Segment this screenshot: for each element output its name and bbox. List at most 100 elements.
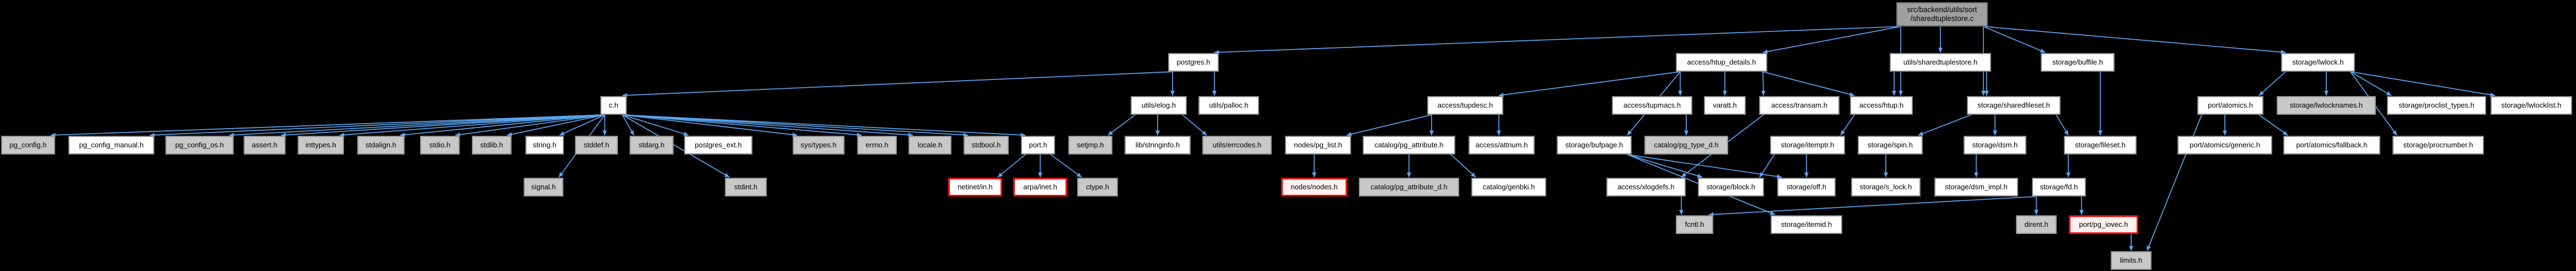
- graph-node-pg_list[interactable]: nodes/pg_list.h: [1285, 136, 1351, 155]
- graph-node-atomics[interactable]: port/atomics.h: [2197, 96, 2263, 115]
- graph-node-s_lock[interactable]: storage/s_lock.h: [1851, 178, 1921, 196]
- graph-node-tupdesc[interactable]: access/tupdesc.h: [1427, 96, 1503, 115]
- edge-fd-to-fcntl: [1708, 196, 2037, 217]
- edge-port-to-netinet_in: [997, 154, 1026, 178]
- graph-node-dsm[interactable]: storage/dsm.h: [1964, 136, 2026, 155]
- graph-node-sharedtuplestore_h[interactable]: utils/sharedtuplestore.h: [1890, 53, 1991, 72]
- graph-node-pg_config_manual[interactable]: pg_config_manual.h: [68, 136, 154, 155]
- edge-root-to-buffile: [1983, 26, 2046, 53]
- graph-node-errcodes[interactable]: utils/errcodes.h: [1202, 136, 1272, 155]
- graph-node-pg_attribute[interactable]: catalog/pg_attribute.h: [1363, 136, 1455, 155]
- edge-c-to-locale: [622, 114, 913, 137]
- graph-node-inttypes[interactable]: inttypes.h: [298, 136, 344, 155]
- edge-postgres-to-c: [622, 71, 1173, 98]
- edge-c-to-stdint: [622, 114, 730, 178]
- graph-node-postgres[interactable]: postgres.h: [1168, 53, 1219, 72]
- graph-node-transam[interactable]: access/transam.h: [1759, 96, 1840, 115]
- graph-node-xlogdefs[interactable]: access/xlogdefs.h: [1606, 178, 1686, 196]
- graph-node-fd[interactable]: storage/fd.h: [2032, 178, 2086, 196]
- graph-node-lwlocknames[interactable]: storage/lwlocknames.h: [2277, 96, 2376, 115]
- graph-node-attnum[interactable]: access/attnum.h: [1469, 136, 1535, 155]
- graph-node-stdarg[interactable]: stdarg.h: [630, 136, 674, 155]
- graph-node-dsm_impl[interactable]: storage/dsm_impl.h: [1934, 178, 2018, 196]
- edge-root-to-htup_details: [1762, 26, 1901, 54]
- graph-node-port[interactable]: port.h: [1021, 136, 1055, 155]
- graph-node-bufpage[interactable]: storage/bufpage.h: [1557, 136, 1632, 155]
- edge-root-to-postgres: [1214, 26, 1901, 55]
- graph-node-procnumber[interactable]: storage/procnumber.h: [2392, 136, 2484, 155]
- graph-node-dirent[interactable]: dirent.h: [2016, 215, 2057, 234]
- graph-node-stdio[interactable]: stdio.h: [420, 136, 460, 155]
- graph-node-htup[interactable]: access/htup.h: [1850, 96, 1913, 115]
- edge-c-to-assert: [281, 114, 605, 137]
- graph-node-fallback[interactable]: port/atomics/fallback.h: [2283, 136, 2380, 155]
- graph-node-root: src/backend/utils/sort /sharedtuplestore…: [1896, 2, 1988, 26]
- edge-sharedfileset-to-spin: [1918, 114, 1972, 136]
- graph-node-stdalign[interactable]: stdalign.h: [357, 136, 405, 155]
- edge-c-to-pg_config_manual: [149, 114, 605, 137]
- graph-node-stdlib[interactable]: stdlib.h: [472, 136, 512, 155]
- graph-node-stdbool[interactable]: stdbool.h: [964, 136, 1009, 155]
- edge-tupdesc-to-pg_list: [1346, 114, 1432, 136]
- graph-node-stddef[interactable]: stddef.h: [575, 136, 618, 155]
- graph-node-signal[interactable]: signal.h: [524, 178, 563, 196]
- graph-node-palloc[interactable]: utils/palloc.h: [1198, 96, 1259, 115]
- graph-node-pg_config_os[interactable]: pg_config_os.h: [165, 136, 234, 155]
- graph-node-limits[interactable]: limits.h: [2111, 251, 2152, 270]
- edge-c-to-sys_types: [622, 114, 798, 137]
- edge-c-to-stdarg: [622, 114, 634, 136]
- edge-c-to-stdbool: [622, 114, 969, 137]
- edge-c-to-errno: [622, 114, 862, 137]
- edge-elog-to-setjmp: [1107, 114, 1136, 136]
- graph-node-varatt[interactable]: varatt.h: [1704, 96, 1746, 115]
- graph-node-buffile[interactable]: storage/buffile.h: [2041, 53, 2115, 72]
- edge-c-to-string: [559, 114, 605, 136]
- graph-node-pg_attribute_d[interactable]: catalog/pg_attribute_d.h: [1359, 178, 1459, 196]
- graph-node-stdint[interactable]: stdint.h: [725, 178, 767, 196]
- graph-node-assert[interactable]: assert.h: [244, 136, 286, 155]
- edge-elog-to-errcodes: [1182, 114, 1207, 136]
- graph-node-off[interactable]: storage/off.h: [1777, 178, 1836, 196]
- edge-lwlock-to-atomics: [2258, 71, 2286, 96]
- graph-node-ctype[interactable]: ctype.h: [1077, 178, 1118, 196]
- edge-c-to-inttypes: [339, 114, 605, 137]
- graph-node-sys_types[interactable]: sys/types.h: [793, 136, 845, 155]
- graph-node-stringinfo[interactable]: lib/stringinfo.h: [1125, 136, 1191, 155]
- graph-node-lwlock[interactable]: storage/lwlock.h: [2281, 53, 2355, 72]
- graph-node-c[interactable]: c.h: [600, 96, 627, 115]
- edge-htup-to-itemptr: [1840, 114, 1855, 136]
- graph-node-postgres_ext[interactable]: postgres_ext.h: [684, 136, 752, 155]
- graph-node-spin[interactable]: storage/spin.h: [1858, 136, 1923, 155]
- edge-htup_details-to-tupdesc: [1498, 71, 1681, 97]
- graph-node-fileset[interactable]: storage/fileset.h: [2064, 136, 2137, 155]
- edge-itemptr-to-block: [1759, 154, 1775, 178]
- edge-lwlock-to-proclist_types: [2350, 71, 2392, 96]
- graph-node-lwlocklist[interactable]: storage/lwlocklist.h: [2491, 96, 2572, 115]
- graph-node-string[interactable]: string.h: [525, 136, 564, 155]
- graph-node-elog[interactable]: utils/elog.h: [1131, 96, 1187, 115]
- edge-c-to-stdio: [455, 114, 605, 137]
- graph-node-generic[interactable]: port/atomics/generic.h: [2177, 136, 2272, 155]
- graph-node-nodes_nodes[interactable]: nodes/nodes.h: [1281, 178, 1347, 196]
- graph-node-block[interactable]: storage/block.h: [1698, 178, 1764, 196]
- edge-port-to-ctype: [1050, 154, 1082, 178]
- graph-node-errno[interactable]: errno.h: [857, 136, 897, 155]
- graph-node-pg_config[interactable]: pg_config.h: [1, 136, 55, 155]
- edge-pg_attribute-to-genbki: [1450, 154, 1476, 178]
- graph-node-genbki[interactable]: catalog/genbki.h: [1471, 178, 1546, 196]
- graph-node-fcntl[interactable]: fcntl.h: [1676, 215, 1713, 234]
- graph-node-setjmp[interactable]: setjmp.h: [1068, 136, 1112, 155]
- graph-node-itemid[interactable]: storage/itemid.h: [1771, 215, 1842, 234]
- graph-node-sharedfileset[interactable]: storage/sharedfileset.h: [1967, 96, 2061, 115]
- graph-node-htup_details[interactable]: access/htup_details.h: [1676, 53, 1767, 72]
- graph-node-netinet_in[interactable]: netinet/in.h: [948, 178, 1002, 196]
- graph-node-locale[interactable]: locale.h: [908, 136, 951, 155]
- graph-node-itemptr[interactable]: storage/itemptr.h: [1770, 136, 1845, 155]
- graph-node-pg_type_d[interactable]: catalog/pg_type_d.h: [1644, 136, 1728, 155]
- graph-node-tupmacs[interactable]: access/tupmacs.h: [1612, 96, 1692, 115]
- graph-node-arpa_inet[interactable]: arpa/inet.h: [1013, 178, 1067, 196]
- graph-node-proclist_types[interactable]: storage/proclist_types.h: [2387, 96, 2486, 115]
- edge-lwlock-to-lwlocklist: [2350, 71, 2496, 97]
- graph-node-pg_iovec[interactable]: port/pg_iovec.h: [2069, 215, 2138, 234]
